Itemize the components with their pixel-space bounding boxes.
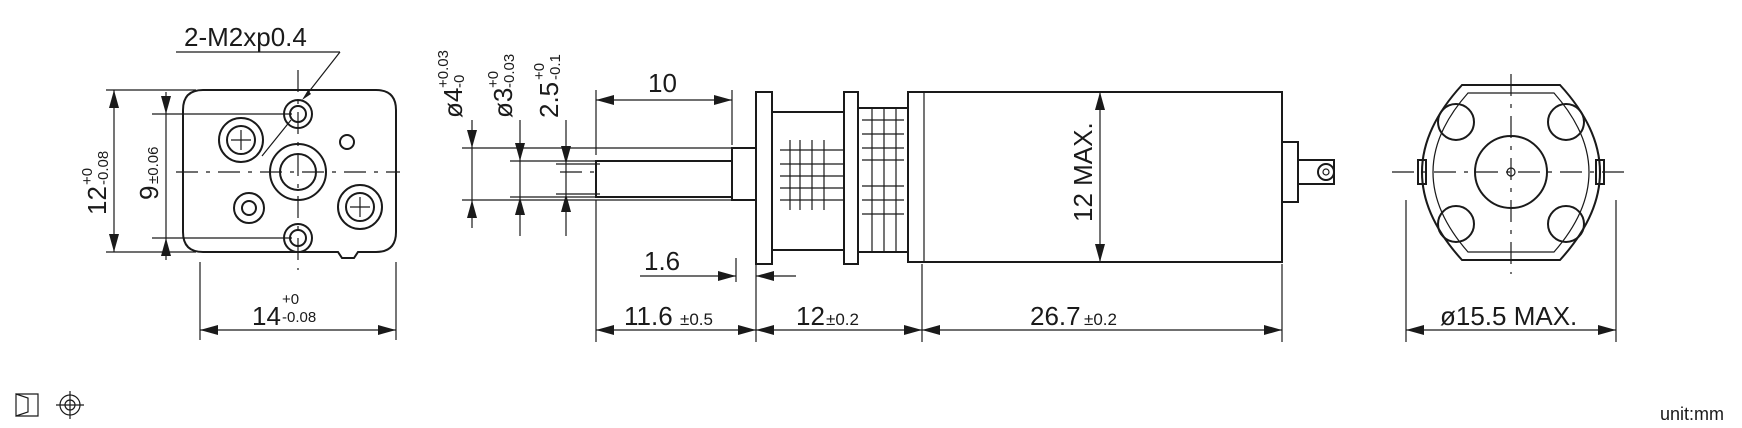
- dia3-tol-lower: -0.03: [501, 54, 518, 88]
- width-dim-base: 14: [252, 301, 281, 331]
- dia3-tol-upper: +0: [485, 71, 502, 88]
- gearbox-face-outline: [182, 89, 397, 259]
- len-motor-tol: ±0.2: [1084, 310, 1117, 329]
- dia4-tol-upper: +0.03: [435, 50, 452, 88]
- hole-spacing-dim-base: 9: [134, 186, 164, 200]
- output-boss: [269, 143, 327, 201]
- width-dim-tol-lower: -0.08: [282, 309, 316, 326]
- height-dim-tol-lower: -0.08: [95, 151, 112, 185]
- side-view: 12 MAX. ø4 +0.03 -0 ø3 +0 -0.03: [435, 50, 1335, 342]
- dia4-tol-lower: -0: [451, 75, 468, 88]
- dia25-base: 2.5: [534, 82, 564, 118]
- motor-end-outline: [1421, 84, 1601, 261]
- first-angle-projection-icon: [15, 391, 84, 419]
- front-flange: [755, 91, 773, 265]
- unit-label: unit:mm: [1660, 404, 1724, 424]
- height-dim-tol-upper: +0: [79, 168, 96, 185]
- gear-screw-right: [337, 184, 383, 230]
- shaft-length-dim: 10: [648, 68, 677, 98]
- flange-gap-dim: 1.6: [644, 246, 680, 276]
- end-boss: [1474, 135, 1548, 209]
- len-motor-base: 26.7: [1030, 301, 1081, 331]
- len-shaft-tol: ±0.5: [680, 310, 713, 329]
- gear-screw-left: [218, 117, 264, 163]
- len-shaft-base: 11.6: [624, 301, 673, 331]
- middle-flange: [843, 91, 859, 265]
- motor-housing: [907, 91, 1283, 263]
- dia25-tol-upper: +0: [531, 63, 548, 80]
- dia3-base: ø3: [488, 88, 518, 118]
- thread-label: 2-M2xp0.4: [184, 22, 307, 52]
- width-dim-tol-upper: +0: [282, 291, 299, 308]
- len-gearbox-base: 12: [796, 301, 825, 331]
- front-view: 2-M2xp0.4 12 +0 -0.08 9 ±0.06 14 +0 -0.0…: [79, 22, 400, 340]
- height-dim-base: 12: [82, 186, 112, 215]
- len-gearbox-tol: ±0.2: [826, 310, 859, 329]
- dia4-base: ø4: [438, 88, 468, 118]
- motor-dia-dim: 12 MAX.: [1068, 122, 1098, 222]
- hole-spacing-dim-tol: ±0.06: [145, 147, 162, 184]
- end-view: ø15.5 MAX.: [1392, 74, 1630, 342]
- output-shaft: [595, 160, 735, 198]
- end-diameter-dim: ø15.5 MAX.: [1440, 301, 1577, 331]
- dia25-tol-lower: -0.1: [547, 54, 564, 80]
